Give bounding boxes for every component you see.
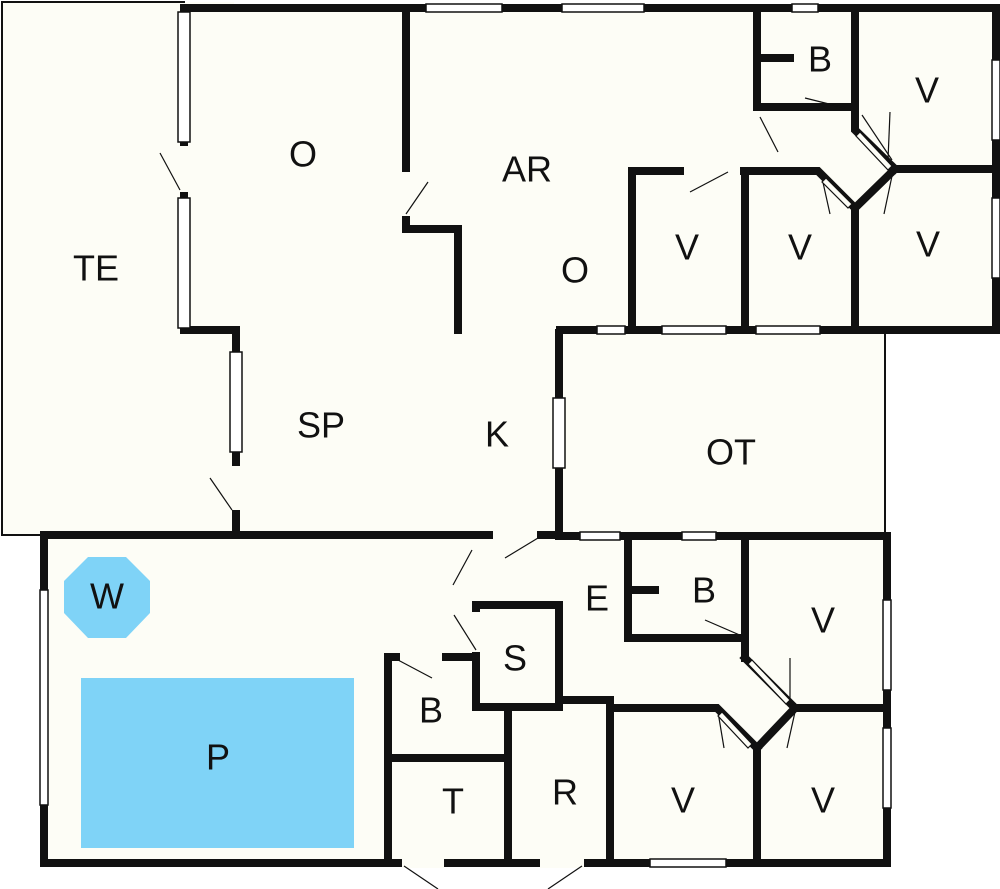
window: [229, 351, 243, 453]
room-label-v-mid-1: V: [675, 227, 699, 268]
window: [596, 325, 626, 335]
window: [177, 197, 191, 329]
room-label-w: W: [90, 576, 124, 617]
room-label-t: T: [442, 781, 464, 822]
pool-shape: [81, 678, 354, 848]
window: [882, 599, 892, 691]
room-label-o-upper: O: [289, 134, 317, 175]
window: [552, 397, 566, 469]
window: [991, 197, 1000, 279]
floor-main-upper: [184, 8, 996, 333]
room-label-v-lower-right: V: [811, 600, 835, 641]
thin-walls: [1, 1, 886, 536]
room-labels: TE O AR O SP K OT B V V V V W P E B V S …: [73, 39, 940, 822]
room-label-v-bottom-2: V: [811, 780, 835, 821]
floor-ot: [559, 333, 885, 535]
room-label-v-bottom-1: V: [671, 780, 695, 821]
whirlpool-shape: [64, 557, 150, 638]
room-label-v-mid-3: V: [916, 224, 940, 265]
room-label-s: S: [503, 638, 527, 679]
door-gaps: [178, 116, 767, 868]
window: [681, 531, 717, 541]
room-label-v-top-right: V: [915, 70, 939, 111]
door-swings: [159, 97, 893, 889]
window: [425, 3, 503, 13]
window: [579, 531, 621, 541]
room-label-b-top: B: [808, 39, 832, 80]
room-label-ot: OT: [706, 432, 756, 473]
window: [991, 59, 1000, 141]
room-label-b-lower: B: [692, 570, 716, 611]
room-label-k: K: [485, 414, 509, 455]
floor-living: [184, 325, 559, 535]
room-label-sp: SP: [297, 405, 345, 446]
room-label-e: E: [585, 578, 609, 619]
window: [661, 325, 727, 335]
room-label-o-lower: O: [561, 250, 589, 291]
window: [561, 3, 645, 13]
windows: [39, 3, 1000, 868]
window: [882, 727, 892, 809]
window: [177, 11, 191, 143]
window: [649, 858, 727, 868]
room-label-p: P: [206, 737, 230, 778]
room-label-v-mid-2: V: [788, 227, 812, 268]
room-label-ar: AR: [502, 149, 552, 190]
diagonal-door-leaves: [717, 131, 893, 749]
room-label-te: TE: [73, 248, 119, 289]
window: [39, 589, 49, 806]
window: [791, 3, 819, 13]
room-label-b-small: B: [419, 690, 443, 731]
window: [755, 325, 821, 335]
room-label-r: R: [552, 772, 578, 813]
